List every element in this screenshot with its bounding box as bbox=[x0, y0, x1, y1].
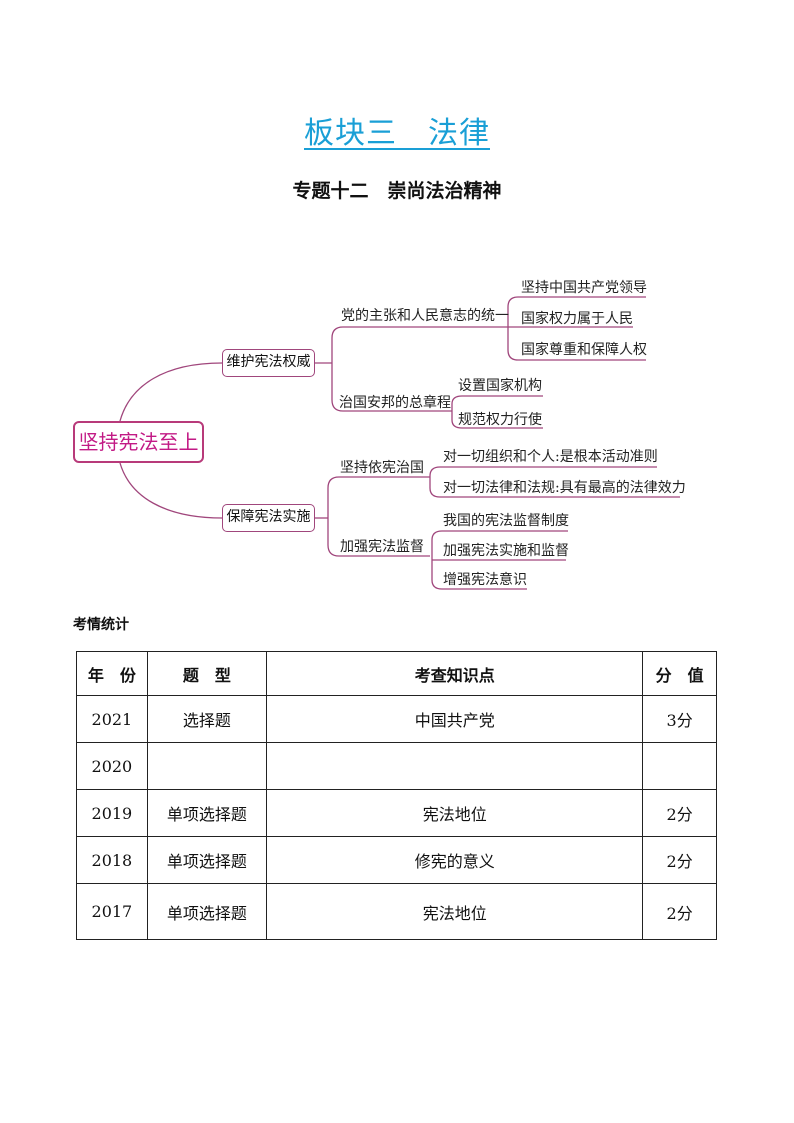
mindmap-leaf: 增强宪法意识 bbox=[443, 572, 527, 588]
col-year: 年 份 bbox=[76, 651, 148, 696]
cell-year: 2020 bbox=[76, 742, 148, 790]
mindmap-leaf: 规范权力行使 bbox=[458, 412, 542, 428]
mind-map: 坚持宪法至上 维护宪法权威 保障宪法实施 党的主张和人民意志的统一 治国安邦的总… bbox=[73, 280, 686, 590]
mindmap-sub-constitutional-supervision: 加强宪法监督 bbox=[340, 539, 424, 555]
cell-score: 3分 bbox=[642, 695, 717, 743]
cell-year: 2017 bbox=[76, 883, 148, 940]
col-knowledge-point: 考查知识点 bbox=[266, 651, 644, 696]
mindmap-root: 坚持宪法至上 bbox=[73, 421, 204, 463]
col-score: 分 值 bbox=[642, 651, 717, 696]
mindmap-leaf: 设置国家机构 bbox=[458, 378, 542, 394]
exam-stats-table: 年 份 题 型 考查知识点 分 值 2021 选择题 中国共产党 3分 2020… bbox=[76, 651, 717, 940]
mind-map-connectors bbox=[119, 296, 680, 590]
cell-type: 单项选择题 bbox=[146, 836, 268, 884]
mindmap-leaf: 我国的宪法监督制度 bbox=[443, 513, 569, 529]
mindmap-leaf: 对一切法律和法规:具有最高的法律效力 bbox=[443, 480, 686, 496]
cell-type: 选择题 bbox=[146, 695, 268, 743]
mindmap-sub-party-people: 党的主张和人民意志的统一 bbox=[341, 308, 509, 324]
cell-year: 2019 bbox=[76, 789, 148, 837]
cell-score: 2分 bbox=[642, 883, 717, 940]
cell-point: 宪法地位 bbox=[266, 789, 644, 837]
cell-score: 2分 bbox=[642, 789, 717, 837]
cell-point: 宪法地位 bbox=[266, 883, 644, 940]
mindmap-leaf: 坚持中国共产党领导 bbox=[521, 280, 647, 296]
topic-subtitle: 专题十二 崇尚法治精神 bbox=[292, 180, 502, 202]
cell-type: 单项选择题 bbox=[146, 789, 268, 837]
cell-score: 2分 bbox=[642, 836, 717, 884]
mindmap-leaf: 国家权力属于人民 bbox=[521, 311, 633, 327]
page-title: 板块三 法律 bbox=[304, 116, 490, 151]
cell-score bbox=[642, 742, 717, 790]
col-question-type: 题 型 bbox=[146, 651, 268, 696]
table-row: 2018 单项选择题 修宪的意义 2分 bbox=[76, 836, 717, 884]
stats-section-label: 考情统计 bbox=[73, 617, 129, 633]
table-header-row: 年 份 题 型 考查知识点 分 值 bbox=[76, 651, 717, 696]
mindmap-branch-ensure-implementation: 保障宪法实施 bbox=[222, 504, 315, 532]
table-row: 2017 单项选择题 宪法地位 2分 bbox=[76, 883, 717, 940]
mindmap-sub-rule-by-constitution: 坚持依宪治国 bbox=[340, 460, 424, 476]
mindmap-sub-general-charter: 治国安邦的总章程 bbox=[339, 395, 451, 411]
mindmap-leaf: 国家尊重和保障人权 bbox=[521, 342, 647, 358]
mindmap-leaf: 加强宪法实施和监督 bbox=[443, 543, 569, 559]
cell-year: 2021 bbox=[76, 695, 148, 743]
cell-type: 单项选择题 bbox=[146, 883, 268, 940]
mindmap-branch-uphold-authority: 维护宪法权威 bbox=[222, 349, 315, 377]
table-row: 2021 选择题 中国共产党 3分 bbox=[76, 695, 717, 743]
cell-point: 修宪的意义 bbox=[266, 836, 644, 884]
cell-point: 中国共产党 bbox=[266, 695, 644, 743]
cell-point bbox=[266, 742, 644, 790]
cell-year: 2018 bbox=[76, 836, 148, 884]
mindmap-leaf: 对一切组织和个人:是根本活动准则 bbox=[443, 449, 658, 465]
table-row: 2019 单项选择题 宪法地位 2分 bbox=[76, 789, 717, 837]
cell-type bbox=[146, 742, 268, 790]
table-row: 2020 bbox=[76, 742, 717, 790]
